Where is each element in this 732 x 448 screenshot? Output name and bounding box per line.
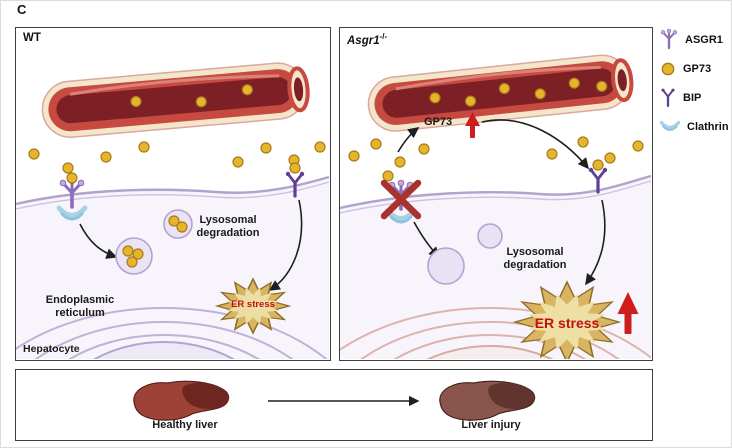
legend-item-asgr1: ASGR1 [660, 29, 729, 50]
ko-diagram-svg [340, 54, 651, 359]
ko-lysosomes-empty [427, 223, 503, 285]
ko-gp73-label: GP73 [424, 116, 453, 128]
legend: ASGR1 GP73 BIP Clathrin [660, 29, 729, 145]
clathrin-icon [660, 120, 680, 132]
wt-endoplasmic-reticulum [16, 307, 328, 359]
ko-gp73-extracellular [348, 136, 644, 182]
gp73-particle [195, 95, 208, 108]
ko-er-stress-label: ER stress [534, 315, 600, 331]
arrow-label-to-bip [481, 119, 590, 170]
arrow-gp73-to-label [397, 127, 420, 153]
gp73-on-asgr1 [66, 172, 78, 184]
arrow-bip-to-er-stress [268, 199, 303, 291]
gp73-particle [241, 83, 254, 96]
healthy-liver [133, 380, 230, 421]
wt-diagram-svg [16, 62, 329, 359]
wt-panel-title: WT [23, 32, 41, 44]
wt-gp73-extracellular [28, 141, 326, 174]
legend-label-gp73: GP73 [683, 62, 712, 75]
wt-er-stress-label: ER stress [231, 299, 275, 310]
healthy-liver-label: Healthy liver [152, 419, 218, 431]
ko-endoplasmic-reticulum [340, 307, 651, 359]
wt-panel: WT Lysosomal degradation Endoplasmic ret… [15, 27, 331, 361]
red-x-asgr1-knockout [380, 179, 422, 220]
wt-endoplasmic-reticulum-label: Endoplasmic reticulum [45, 294, 115, 319]
wt-lysosomes [115, 209, 193, 275]
red-up-arrow-er-stress [617, 292, 639, 334]
legend-item-bip: BIP [660, 87, 729, 108]
asgr1-receptor-icon [660, 29, 678, 50]
ko-blood-vessel [367, 54, 634, 132]
gp73-particle [129, 95, 142, 108]
gp73-particle-icon [661, 62, 675, 75]
liver-outcome-panel: Healthy liver Liver injury [15, 369, 653, 441]
figure-label: C [17, 2, 27, 17]
ko-nucleus [426, 345, 554, 359]
arrow-bip-to-er-stress [585, 199, 606, 286]
wt-blood-vessel [41, 62, 310, 138]
ko-genotype-superscript: -/- [379, 32, 388, 41]
gp73-on-bip [592, 159, 604, 171]
asgr1-ko-panel: Asgr1-/- GP73 Lysosomal degradation ER s… [339, 27, 653, 361]
legend-label-clathrin: Clathrin [687, 120, 729, 133]
gp73-on-bip [289, 162, 301, 174]
wt-nucleus [92, 341, 236, 359]
bip-receptor-icon [660, 87, 676, 107]
wt-hepatocyte-label: Hepatocyte [23, 342, 80, 355]
ko-gene-name: Asgr1 [347, 34, 380, 47]
legend-item-clathrin: Clathrin [660, 116, 729, 137]
red-up-arrow-gp73 [465, 112, 480, 138]
liver-injury-label: Liver injury [461, 419, 521, 431]
ko-panel-title: Asgr1-/- [347, 32, 387, 47]
legend-label-bip: BIP [683, 91, 702, 104]
legend-item-gp73: GP73 [660, 58, 729, 79]
legend-label-asgr1: ASGR1 [685, 33, 723, 46]
wt-lysosomal-degradation-label: Lysosomal degradation [196, 214, 260, 239]
injured-liver [439, 380, 536, 421]
liver-outcome-svg [133, 380, 536, 421]
ko-lysosomal-degradation-label: Lysosomal degradation [503, 246, 567, 271]
arrow-endocytosis [79, 223, 118, 259]
